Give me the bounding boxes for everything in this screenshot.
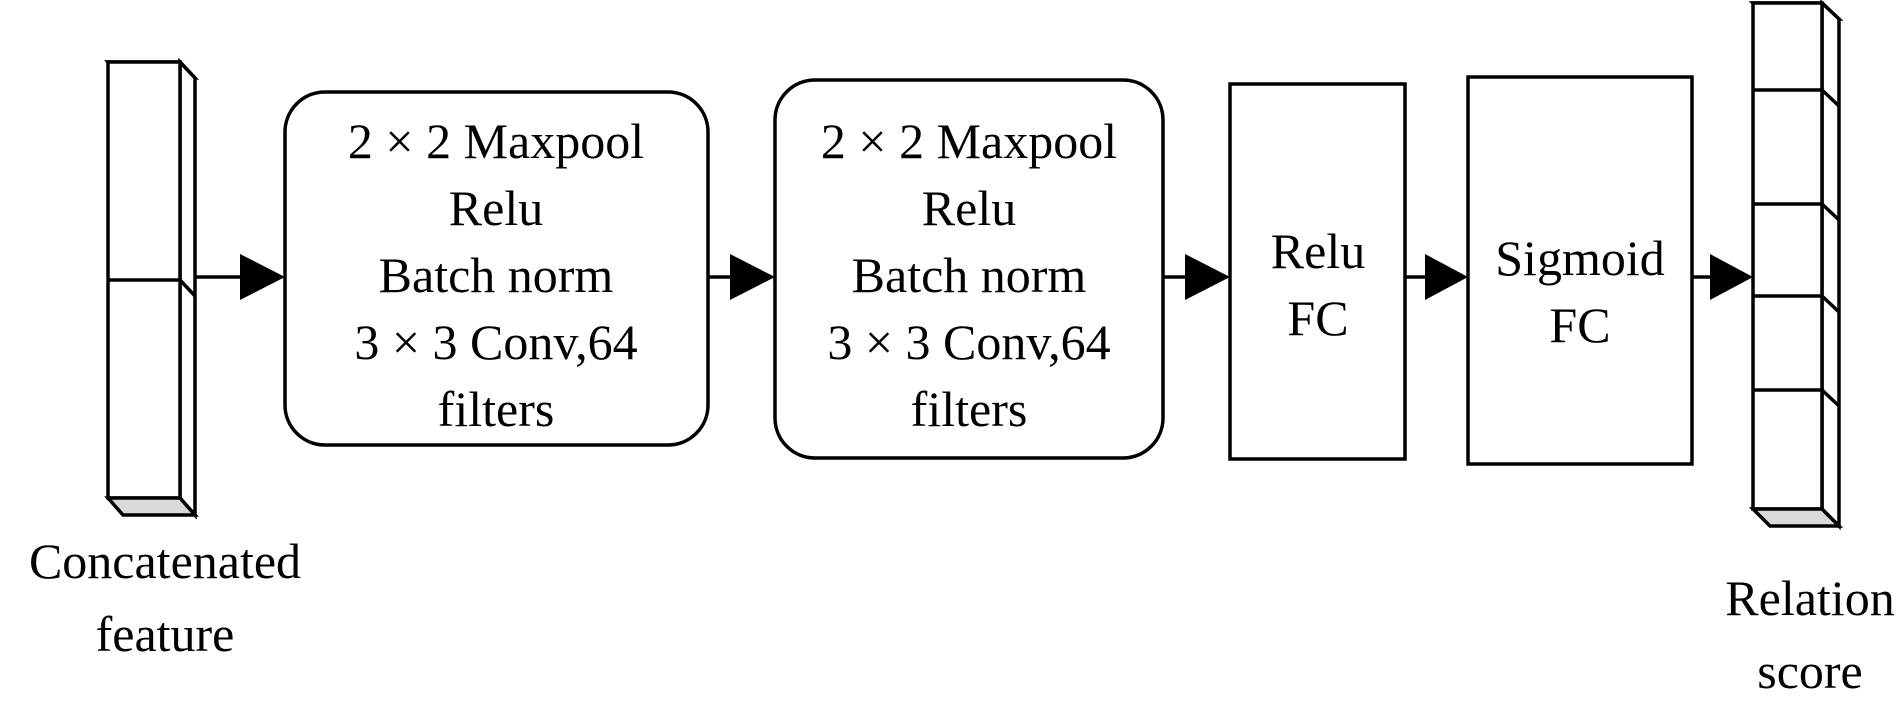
fc-block-2-line-2: FC <box>1549 297 1610 353</box>
fc-block-1-line-2: FC <box>1287 290 1348 346</box>
output-label-line-1: Relation <box>1725 570 1894 626</box>
arrow-input-to-block1 <box>195 254 285 300</box>
arrow-block1-to-block2 <box>708 254 775 300</box>
conv-block-1: 2 × 2 Maxpool Relu Batch norm 3 × 3 Conv… <box>283 90 710 447</box>
arrow-fc2-to-output <box>1692 254 1753 300</box>
conv-block-1-line-1: 2 × 2 Maxpool <box>348 113 644 169</box>
conv-block-2-line-5: filters <box>911 381 1028 437</box>
fc-block-2-line-1: Sigmoid <box>1495 230 1664 286</box>
conv-block-2-line-1: 2 × 2 Maxpool <box>821 113 1117 169</box>
input-feature-bar <box>103 57 200 520</box>
conv-block-2-line-4: 3 × 3 Conv,64 <box>827 314 1110 370</box>
conv-block-1-line-5: filters <box>438 381 555 437</box>
arrow-block2-to-fc1 <box>1163 254 1230 300</box>
fc-block-1: Relu FC <box>1228 82 1407 461</box>
output-score-bar <box>1748 0 1844 531</box>
fc-block-1-line-1: Relu <box>1271 223 1365 279</box>
conv-block-2: 2 × 2 Maxpool Relu Batch norm 3 × 3 Conv… <box>773 78 1165 460</box>
conv-block-2-line-3: Batch norm <box>852 247 1087 303</box>
conv-block-1-line-2: Relu <box>449 180 543 236</box>
conv-block-2-line-2: Relu <box>922 180 1016 236</box>
fc-block-2: Sigmoid FC <box>1466 75 1694 466</box>
output-label-line-2: score <box>1757 643 1863 699</box>
conv-block-1-line-4: 3 × 3 Conv,64 <box>354 314 637 370</box>
input-label-line-1: Concatenated <box>29 533 301 589</box>
conv-block-1-line-3: Batch norm <box>379 247 614 303</box>
input-label-line-2: feature <box>96 606 235 662</box>
arrow-fc1-to-fc2 <box>1405 254 1468 300</box>
